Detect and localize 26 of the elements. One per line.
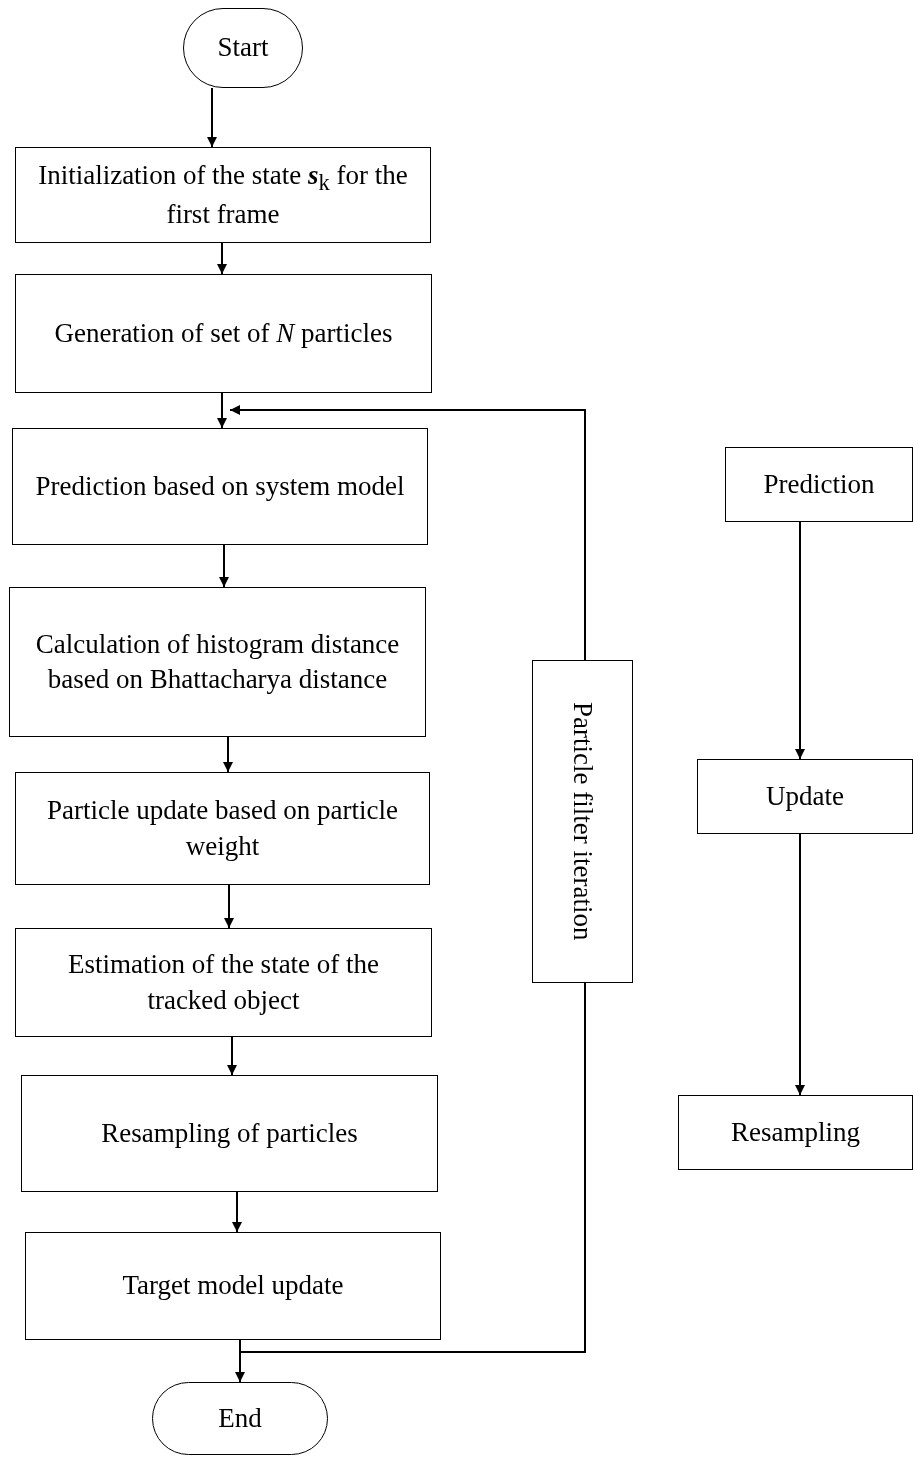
arrow — [227, 1036, 237, 1076]
process-box: Prediction based on system model — [12, 428, 428, 545]
process-box: Generation of set of N particles — [15, 274, 432, 393]
arrow — [232, 1191, 242, 1233]
terminal-box: Start — [183, 8, 303, 88]
arrow — [795, 833, 805, 1096]
arrow — [223, 736, 233, 773]
process-box: Resampling — [678, 1095, 913, 1170]
process-box: Update — [697, 759, 913, 834]
label-box: Particle filter iteration — [532, 660, 633, 983]
process-box: Initialization of the state s$_{k}$ for the first frame — [15, 147, 431, 243]
process-box: Target model update — [25, 1232, 441, 1340]
terminal-box: End — [152, 1382, 328, 1455]
arrow — [217, 392, 227, 429]
arrow — [219, 544, 229, 588]
arrow — [217, 242, 227, 275]
process-box: Estimation of the state of the tracked object — [15, 928, 432, 1037]
process-box: Prediction — [725, 447, 913, 522]
arrow — [207, 87, 217, 148]
arrow — [795, 521, 805, 760]
arrow — [229, 405, 586, 661]
process-box: Resampling of particles — [21, 1075, 438, 1192]
process-box: Calculation of histogram distance based on Bhattacharya distance — [9, 587, 426, 737]
process-box: Particle update based on particle weight — [15, 772, 430, 885]
connector-line — [239, 982, 586, 1353]
arrow — [224, 884, 234, 929]
